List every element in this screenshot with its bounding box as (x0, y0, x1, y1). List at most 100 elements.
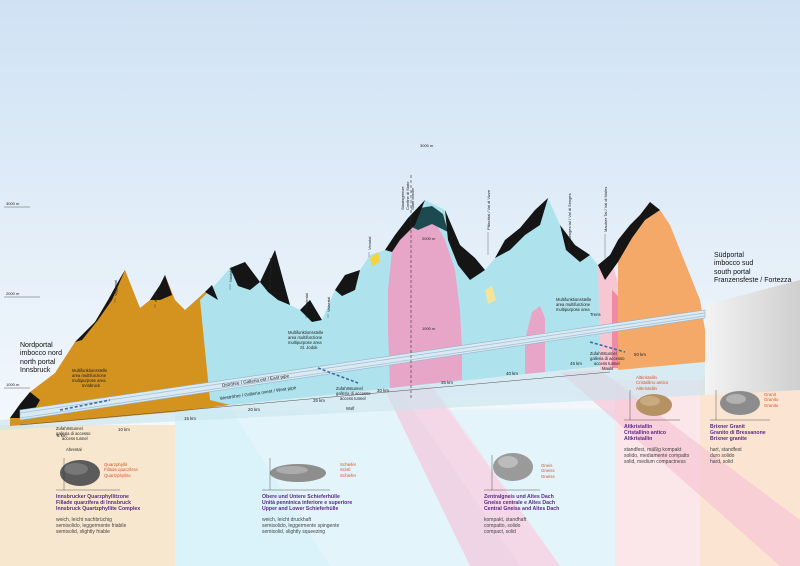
svg-text:Zufahrtstunnel: Zufahrtstunnel (336, 386, 363, 391)
svg-text:access tunnel: access tunnel (62, 436, 88, 441)
svg-text:galleria di accesso: galleria di accesso (336, 391, 371, 396)
svg-text:Ahrental: Ahrental (66, 447, 82, 452)
ahrental-access-tunnel (59, 399, 111, 411)
svg-text:multipurpose area: multipurpose area (288, 340, 322, 345)
km-label: 45 km (570, 361, 582, 366)
peak-labels: Viggartal Arztal Navistal Padastertal Sc… (113, 181, 608, 312)
elev-2000-left: 2000 m (6, 291, 20, 296)
km-label: 40 km (506, 371, 518, 376)
peak-label: Schmirntal (304, 293, 309, 312)
svg-text:area multifunzione: area multifunzione (556, 302, 591, 307)
peak-label: Padastertal (268, 258, 273, 278)
km-label: 10 km (118, 427, 130, 432)
yellow-lens-2 (485, 286, 496, 304)
elev-3000-top: 3000 m (420, 143, 434, 148)
peak-cap (260, 250, 290, 305)
quartzphyllite-zone (10, 270, 230, 426)
svg-text:Zufahrtstunnel: Zufahrtstunnel (590, 351, 617, 356)
peak-label: Maulser Tal / Val di Mules (603, 187, 608, 232)
peak-label: Pfitschtal / Val di Vizze (486, 189, 491, 230)
svg-text:Multifunktionsstelle: Multifunktionsstelle (72, 368, 108, 373)
peak-cap (445, 210, 485, 280)
station-trens: Multifunktionsstelle area multifunzione … (556, 297, 601, 317)
km-label: 15 km (184, 416, 196, 421)
svg-text:Trens: Trens (590, 312, 601, 317)
peak-cap (598, 202, 660, 280)
svg-text:multipurpose area: multipurpose area (556, 307, 590, 312)
peak-label: Arztal (153, 292, 158, 302)
peak-label: Valsertal (326, 297, 331, 312)
km-labels: 5 km 10 km 15 km 20 km 25 km 30 km 35 km… (57, 352, 646, 438)
gneiss-ray-light (400, 388, 560, 566)
access-mauls: Zufahrtstunnel galleria di accesso acces… (590, 351, 625, 371)
elev-1000-left: 1000 m (6, 382, 20, 387)
west-tube-line (19, 315, 706, 419)
svg-text:access tunnel: access tunnel (594, 361, 620, 366)
right-gray-slab (705, 280, 800, 395)
km-label: 35 km (441, 380, 453, 385)
peak-label: Staatsgrenze (400, 186, 405, 210)
peak-cap (560, 225, 590, 262)
south-portal-label: Südportal imbocco sud south portal Franz… (714, 252, 792, 285)
peak-label: Navistal (228, 268, 233, 282)
km-label: 50 km (634, 352, 646, 357)
svg-text:galleria di accesso: galleria di accesso (56, 431, 91, 436)
station-innsbruck: Multifunktionsstelle area multifunzione … (72, 368, 108, 388)
peak-label: Viggartal (113, 280, 118, 296)
svg-text:area multifunzione: area multifunzione (288, 335, 323, 340)
quartzphyllite-panel (0, 425, 175, 566)
north-portal-label: Nordportal imbocco nord north portal Inn… (20, 342, 63, 375)
km-axis (19, 371, 611, 426)
svg-text:Mauls: Mauls (602, 366, 613, 371)
svg-text:Multifunktionsstelle: Multifunktionsstelle (556, 297, 592, 302)
peak-label: Senges tal / Val di Senges (567, 193, 572, 240)
peak-cap (495, 198, 548, 258)
altkristallin-ray (560, 370, 800, 566)
peak-label: Confine di Stato (405, 181, 410, 210)
elev-3000-left: 3000 m (6, 201, 20, 206)
peak-cap (150, 275, 172, 300)
km-label: 30 km (377, 388, 389, 393)
svg-text:multipurpose area: multipurpose area (72, 378, 106, 383)
peak-cap (205, 285, 218, 300)
elev-2000-mid: 2000 m (422, 236, 436, 241)
peak-cap (335, 270, 360, 296)
svg-text:Multifunktionsstelle: Multifunktionsstelle (288, 330, 324, 335)
station-stjodok: Multifunktionsstelle area multifunzione … (288, 330, 324, 350)
access-ahrental: Zufahrtstunnel galleria di accesso acces… (56, 426, 91, 452)
leader-lines (56, 390, 770, 491)
peak-label: State border (410, 187, 415, 210)
km-label: 25 km (313, 398, 325, 403)
km-label: 5 km (57, 433, 67, 438)
mauls-access-tunnel (589, 341, 626, 353)
yellow-lens (370, 252, 380, 266)
gneiss-dome (388, 215, 462, 388)
svg-text:Innsbruck: Innsbruck (82, 383, 101, 388)
peak-label: Venntal (367, 237, 372, 250)
peak-cap (300, 300, 322, 322)
svg-text:Zufahrtstunnel: Zufahrtstunnel (56, 426, 83, 431)
svg-text:Wolf: Wolf (346, 406, 355, 411)
svg-text:St. Jodok: St. Jodok (300, 345, 318, 350)
peak-cap (230, 262, 260, 290)
svg-text:access tunnel: access tunnel (340, 396, 366, 401)
km-label: 20 km (248, 407, 260, 412)
peak-ticks (114, 232, 606, 318)
svg-text:galleria di accesso: galleria di accesso (590, 356, 625, 361)
schist-ray (175, 408, 330, 566)
elev-1000-mid: 1000 m (422, 326, 436, 331)
svg-text:area multifunzione: area multifunzione (72, 373, 107, 378)
access-wolf: Zufahrtstunnel galleria di accesso acces… (336, 386, 371, 411)
